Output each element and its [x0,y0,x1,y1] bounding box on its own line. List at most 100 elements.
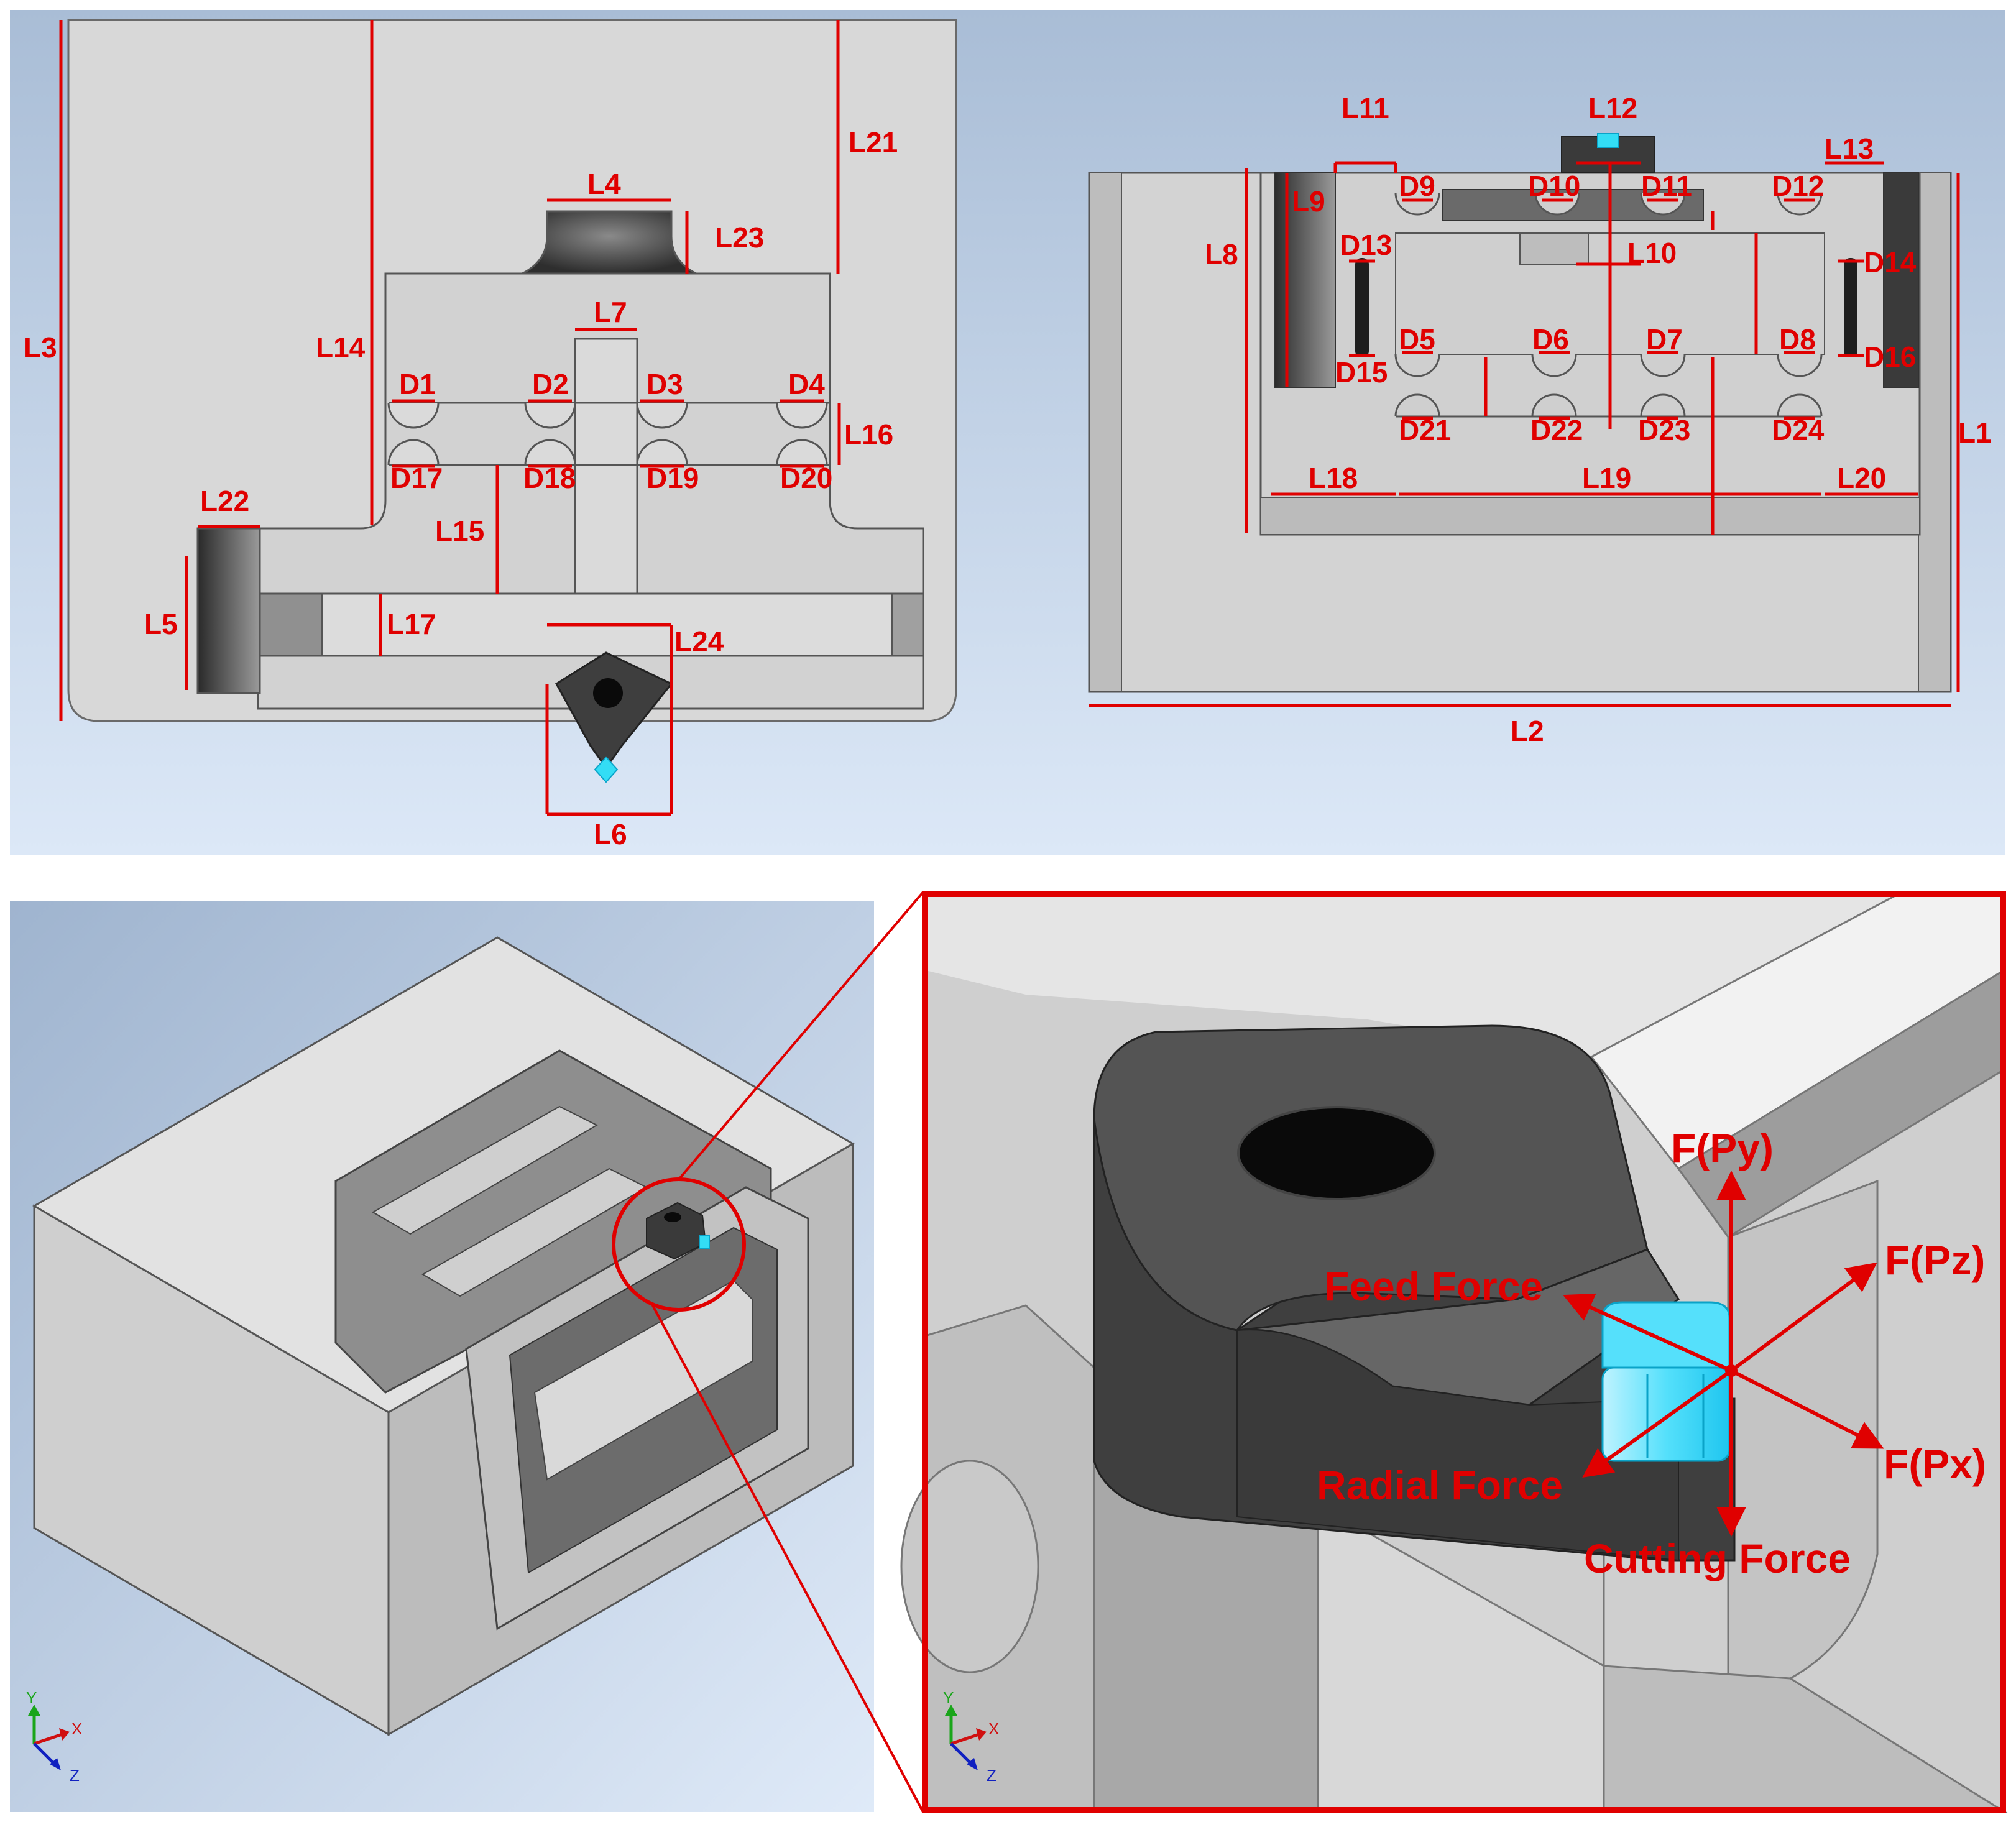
label-L21: L21 [849,126,898,159]
panel-top-right: L11 L12 L13 L9 D9 D10 D11 D12 L8 D13 L10… [1023,10,2005,855]
left-slot-end [259,592,323,657]
mid-cavity-step [1519,232,1589,265]
label-L10: L10 [1627,237,1677,269]
label-D4: D4 [788,368,825,400]
axis-y-label: Y [26,1688,37,1707]
label-D13: D13 [1340,229,1392,261]
dimension-labels: L3 L14 L21 L4 L23 L7 D1 D2 D3 D4 L16 D17… [24,126,898,850]
arrow-px [1730,1369,1884,1449]
label-f-py: F(Py) [1671,1125,1774,1171]
label-L20: L20 [1837,462,1886,494]
axis-x-label: X [71,1719,82,1738]
label-D16: D16 [1864,341,1916,373]
zoom-insert-top [1601,1301,1731,1369]
label-L2: L2 [1511,715,1544,747]
left-dark-slot [1274,172,1336,388]
notch-row-upper [387,402,830,466]
outer-frame-right-face [1918,172,1951,692]
zoom-connector-bottom [651,1305,924,1813]
top-insert-tip [1597,133,1619,148]
axis-z-label-zoom: Z [987,1766,996,1785]
label-L22: L22 [200,485,249,517]
zoom-bg-hole [900,1460,1039,1673]
arrow-feed [1563,1293,1733,1373]
insert-holder [555,651,673,770]
label-L4: L4 [587,168,621,200]
zoom-holder-shadow-face [1236,1329,1679,1562]
label-D23: D23 [1638,414,1690,446]
label-L15: L15 [435,515,484,547]
outer-frame-left-face [1089,172,1122,692]
label-D12: D12 [1772,170,1824,202]
left-recess [196,527,261,694]
panel-zoom: F(Py) F(Pz) F(Px) Feed Force Radial Forc… [900,891,2009,1813]
label-D5: D5 [1399,323,1435,356]
label-D21: D21 [1399,414,1451,446]
label-D11: D11 [1641,170,1692,202]
label-L6: L6 [594,818,627,850]
label-L17: L17 [387,608,436,640]
label-feed-force: Feed Force [1324,1263,1543,1309]
label-D7: D7 [1646,323,1683,356]
iso-insert-hole [664,1212,681,1222]
zoom-frame [922,891,2006,1813]
label-D3: D3 [647,368,683,400]
zoom-insert-body [1601,1366,1731,1462]
label-radial-force: Radial Force [1317,1462,1563,1508]
arrow-radial [1582,1369,1733,1478]
label-D24: D24 [1772,414,1825,446]
label-L16: L16 [844,418,893,451]
label-L5: L5 [144,608,178,640]
label-L24: L24 [674,625,724,658]
iso-slot-1 [371,1105,599,1235]
arrow-pz [1730,1262,1877,1373]
label-L8: L8 [1205,238,1238,270]
label-D22: D22 [1530,414,1583,446]
right-dark-slot [1883,172,1919,388]
label-D2: D2 [532,368,569,400]
insert-screw-hole [593,678,623,708]
label-L18: L18 [1309,462,1358,494]
label-L23: L23 [715,221,764,254]
top-pocket [522,210,697,275]
label-D15: D15 [1335,356,1388,389]
label-D8: D8 [1779,323,1816,356]
zoom-connector-top [678,891,924,1180]
dimension-lines [1089,161,1960,707]
left-long-hole [1355,258,1369,357]
label-L9: L9 [1292,185,1325,218]
notches-right-panel [1394,192,1823,418]
axis-y-label-zoom: Y [943,1688,954,1707]
panel-top-left: L3 L14 L21 L4 L23 L7 D1 D2 D3 D4 L16 D17… [10,10,1023,855]
label-f-px: F(Px) [1884,1441,1986,1487]
cavity-floor [1260,497,1920,535]
label-L13: L13 [1825,132,1874,165]
label-L12: L12 [1588,92,1637,124]
axis-x-label-zoom: X [988,1719,999,1738]
force-labels: F(Py) F(Pz) F(Px) Feed Force Radial Forc… [1317,1125,1986,1581]
label-f-pz: F(Pz) [1885,1237,1985,1283]
label-D18: D18 [523,462,576,494]
iso-web [533,1279,753,1481]
panel-bottom-left: Y X Z [10,901,874,1812]
zoom-bg-right-wall [1727,1179,1879,1692]
right-long-hole [1844,258,1857,357]
dimension-labels: L11 L12 L13 L9 D9 D10 D11 D12 L8 D13 L10… [1205,92,1992,747]
label-L3: L3 [24,331,57,364]
axis-triad-zoom: Y X Z [943,1688,999,1785]
label-D20: D20 [780,462,832,494]
label-L11: L11 [1342,92,1389,124]
insert-tip [594,756,619,783]
label-L19: L19 [1582,462,1631,494]
label-D19: D19 [647,462,699,494]
label-cutting-force: Cutting Force [1584,1535,1851,1581]
label-D17: D17 [390,462,443,494]
force-origin [1725,1364,1738,1377]
label-L1: L1 [1958,416,1992,449]
label-D1: D1 [399,368,436,400]
zoom-screw-hole [1237,1106,1436,1200]
label-D14: D14 [1864,246,1917,278]
center-stem [574,338,638,595]
label-D6: D6 [1532,323,1569,356]
